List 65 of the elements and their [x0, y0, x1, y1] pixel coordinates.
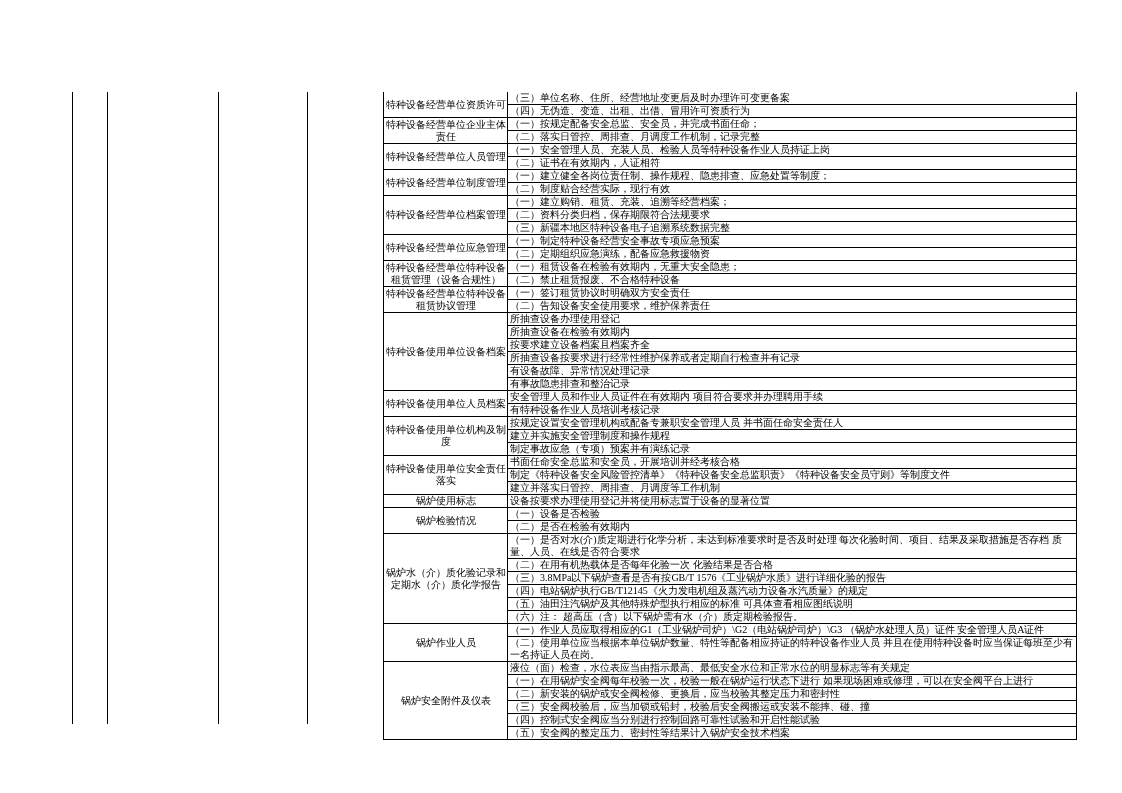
category-cell: 特种设备经营单位制度管理 [384, 170, 508, 195]
requirement-cell-text: （二）制度贴合经营实际，现行有效 [509, 183, 671, 195]
requirement-cell-text: 制定事故应急（专项）预案并有演练记录 [509, 443, 691, 455]
requirement-cell: 书面任命安全总监和安全员，开展培训并经考核合格 [508, 456, 1076, 469]
category-cell: 特种设备使用单位人员档案 [384, 391, 508, 416]
category-cell: 特种设备经营单位人员管理 [384, 144, 508, 169]
requirement-cell: 有设备故障、异常情况处理记录 [508, 365, 1076, 378]
requirement-cell-text: 建立并落实日管控、周排查、月调度等工作机制 [509, 482, 721, 494]
category-cell: 特种设备使用单位设备档案 [384, 313, 508, 390]
requirement-cell: 所抽查设备在检验有效期内 [508, 326, 1076, 339]
requirement-cell-text: （二）证书在有效期内，人证相符 [509, 157, 661, 169]
requirement-cell: 按要求建立设备档案且档案齐全 [508, 339, 1076, 352]
requirement-cell-text: 设备按要求办理使用登记并将使用标志置于设备的显著位置 [509, 495, 771, 507]
requirement-cell-text: （三）新疆本地区特种设备电子追溯系统数据完整 [509, 222, 731, 234]
requirement-cell: （一）建立购销、租赁、充装、追溯等经营档案； [508, 196, 1076, 209]
requirement-cell-text: （五）安全阀的整定压力、密封性等结果计入锅炉安全技术档案 [509, 727, 791, 739]
category-cell: 特种设备经营单位企业主体责任 [384, 118, 508, 143]
requirement-cell: 所抽查设备办理使用登记 [508, 313, 1076, 326]
requirement-cell-text: （二）落实日管控、周排查、月调度工作机制，记录完整 [509, 131, 761, 143]
requirement-cell: 液位（面）检查，水位表应当由指示最高、最低安全水位和正常水位的明显标志等有关规定 [508, 662, 1076, 675]
requirement-cell: （五）油田注汽锅炉及其他特殊炉型执行相应的标准 可具体查看相应图纸说明 [508, 598, 1076, 611]
requirement-cell: 制定《特种设备安全风险管控清单》《特种设备安全总监职责》《特种设备安全员守则》等制度文件 [508, 469, 1076, 482]
category-cell: 特种设备经营单位资质许可 [384, 92, 508, 117]
requirement-cell: （二）资料分类归档，保存期限符合法规要求 [508, 209, 1076, 222]
requirement-cell-text: （二）告知设备安全使用要求，维护保养责任 [509, 300, 711, 312]
requirement-cell: 建立并实施安全管理制度和操作规程 [508, 430, 1076, 443]
category-cell: 特种设备使用单位机构及制度 [384, 417, 508, 455]
requirement-cell: （一）是否对水(介)质定期进行化学分析，未达到标准要求时是否及时处理 每次化验时间、项目、结果及采取措施是否存档 质量、人员、在线是否符合要求 [508, 534, 1076, 559]
category-cell: 锅炉作业人员 [384, 624, 508, 661]
requirement-cell: （四）电站锅炉执行GB/T12145《火力发电机组及蒸汽动力设备水汽质量》的规定 [508, 585, 1076, 598]
requirement-cell: 安全管理人员和作业人员证件在有效期内 项目符合要求并办理聘用手续 [508, 391, 1076, 404]
requirement-cell-text: （二）是否在检验有效期内 [509, 521, 631, 533]
requirement-cell: （一）租赁设备在检验有效期内，无重大安全隐患； [508, 261, 1076, 274]
requirement-cell: 按规定设置安全管理机构或配备专兼职安全管理人员 并书面任命安全责任人 [508, 417, 1076, 430]
requirement-cell: （二）新安装的锅炉或安全阀检修、更换后，应当校验其整定压力和密封性 [508, 688, 1076, 701]
requirement-cell-text: （四）无伪造、变造、出租、出借、冒用许可资质行为 [509, 105, 751, 117]
requirement-cell: （一）建立健全各岗位责任制、操作规程、隐患排查、应急处置等制度； [508, 170, 1076, 183]
requirement-cell: 所抽查设备按要求进行经常性维护保养或者定期自行检查并有记录 [508, 352, 1076, 365]
requirement-cell: （一）作业人员应取得相应的G1（工业锅炉司炉）\G2（电站锅炉司炉）\G3 （锅炉水处理人员）证件 安全管理人员A证件 [508, 624, 1076, 637]
requirement-cell: （三）安全阀校验后，应当加锁或铅封，校验后安全阀搬运或安装不能摔、碰、撞 [508, 701, 1076, 714]
requirement-cell: （一）签订租赁协议时明确双方安全责任 [508, 287, 1076, 300]
requirement-cell-text: （二）使用单位应当根据本单位锅炉数量、特性等配备相应持证的特种设备作业人员 并且在使用特种设备时应当保证每班至少有一名持证人员在岗。 [509, 637, 1074, 661]
category-cell: 锅炉使用标志 [384, 495, 508, 507]
requirement-cell: （二）在用有机热载体是否每年化验一次 化验结果是否合格 [508, 559, 1076, 572]
requirement-cell: （一）设备是否检验 [508, 508, 1076, 521]
requirement-cell-text: （二）定期组织应急演练，配备应急救援物资 [509, 248, 711, 260]
requirement-cell: （一）制定特种设备经营安全事故专项应急预案 [508, 235, 1076, 248]
category-cell: 特种设备经营单位应急管理 [384, 235, 508, 260]
requirement-cell: （一）在用锅炉安全阀每年校验一次，校验一般在锅炉运行状态下进行 如果现场困难或修理，可以在安全阀平台上进行 [508, 675, 1076, 688]
category-cell: 锅炉安全附件及仪表 [384, 662, 508, 739]
requirement-cell-text: 有特种设备作业人员培训考核记录 [509, 404, 661, 416]
requirement-cell: （一）按规定配备安全总监、安全员，并完成书面任命； [508, 118, 1076, 131]
requirement-cell: （三）3.8MPa以下锅炉查看是否有按GB/T 1576《工业锅炉水质》进行详细化验的报告 [508, 572, 1076, 585]
category-cell: 特种设备使用单位安全责任落实 [384, 456, 508, 494]
category-cell: 特种设备经营单位特种设备租赁管理（设备合规性） [384, 261, 508, 286]
requirement-cell: （一）安全管理人员、充装人员、检验人员等特种设备作业人员持证上岗 [508, 144, 1076, 157]
category-cell: 锅炉检验情况 [384, 508, 508, 533]
requirement-cell-text: （六）注： 超高压（含）以下锅炉需有水（介）质定期检验报告。 [509, 611, 804, 623]
category-cell: 特种设备经营单位特种设备租赁协议管理 [384, 287, 508, 312]
requirement-cell-text: 有事故隐患排查和整治记录 [509, 378, 631, 390]
requirement-cell-text: （二）禁止租赁报废、不合格特种设备 [509, 274, 681, 286]
category-cell: 锅炉水（介）质化验记录和定期水（介）质化学报告 [384, 534, 508, 623]
requirement-cell: （三）单位名称、住所、经营地址变更后及时办理许可变更备案 [508, 92, 1076, 105]
requirement-cell: （四）控制式安全阀应当分别进行控制回路可靠性试验和开启性能试验 [508, 714, 1076, 727]
category-cell: 特种设备经营单位档案管理 [384, 196, 508, 234]
